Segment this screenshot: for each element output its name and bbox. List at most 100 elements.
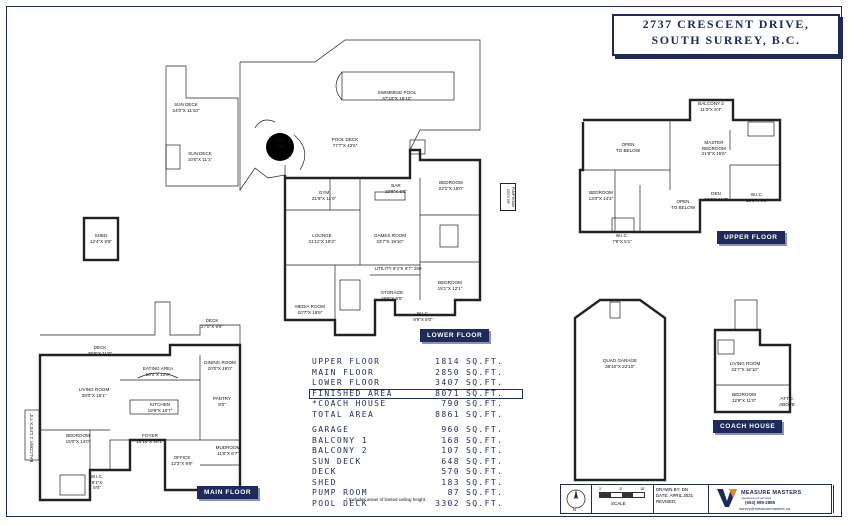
room-name: LIVING ROOM [729,361,761,366]
area-value: 960 [441,425,460,434]
area-unit: SQ.FT. [466,477,504,487]
room-name-2: TUB [275,143,285,149]
address-line-2: SOUTH SURREY, B.C. [651,33,801,47]
room-name: GYM [318,190,330,195]
area-name: TOTAL AREA [312,409,375,419]
room-dims: 24'0"X 11'10" [172,107,200,113]
room-label-wic-upper-2: W.I.C.7'9"X 5'1" [612,233,632,244]
room-name: BEDROOM [732,392,756,397]
pool-deck-outline [239,39,481,192]
room-name: LOUNGE [312,233,332,238]
area-row: GARAGE 960 SQ.FT. [312,425,503,436]
shed-outline [82,216,120,262]
room-name: SUN DECK [174,102,198,107]
area-name: SHED [312,477,337,487]
room-dims: 38'10"X 22'10" [605,363,635,369]
room-name: BAR [391,183,401,188]
room-name: DECK [205,318,219,323]
area-unit: SQ.FT. [466,467,504,476]
brand-tagline: measurement services [741,496,772,500]
room-dims: 13'0"X 6'8" [506,189,510,205]
brand-name: MEASURE MASTERS [741,490,802,496]
area-unit: SQ.FT. [466,399,504,408]
north-arrow-icon [566,489,586,509]
floor-tag-main: MAIN FLOOR [197,486,259,499]
area-name: PUMP ROOM [312,488,368,497]
scale-cell: 1' 5' 10' SCALE [591,485,654,513]
room-dims: 13'0"X 14'2" [588,195,614,201]
room-name: EATING AREA [142,366,174,371]
revised: REVISED: [656,499,677,504]
room-name: W.I.C. [615,233,629,238]
room-dims: 10'8"X 9'8" [384,188,408,194]
scale-num: 1' [599,487,602,491]
room-dims: 10'6"X 11'1" [187,156,213,162]
scale-segment [600,493,611,497]
address-line-1: 2737 CRESCENT DRIVE, [642,17,810,31]
address-title: 2737 CRESCENT DRIVE, SOUTH SURREY, B.C. [612,14,840,56]
room-dims: 10'0"X 10'0" [145,371,171,377]
area-name: *COACH HOUSE [312,399,387,408]
room-dims: 12'4"X 9'9" [89,238,113,244]
pump-room-box: PUMP ROOM 13'0"X 6'8" [500,183,516,211]
area-name: LOWER FLOOR [312,378,381,387]
scale-num: 5' [619,487,623,491]
room-dims: 21'11"X 18'3" [308,238,336,244]
area-unit: SQ.FT. [466,367,504,377]
garage-walls [573,298,667,482]
floor-tag-upper: UPPER FLOOR [717,231,785,244]
area-value: 3302 [435,498,460,508]
area-unit: SQ.FT. [466,425,504,434]
room-name: LIVING ROOM [78,387,110,392]
area-name: DECK [312,467,337,476]
measure-masters-logo-icon [717,489,737,507]
room-dims: 12'3"X 9'9" [170,460,194,466]
room-name: W.I.C. [90,474,104,479]
room-dims: 21'8"X 15'6" [701,151,727,157]
area-unit: SQ.FT. [466,409,504,419]
area-unit: SQ.FT. [466,378,504,387]
room-label-wic-lower: W.I.C.9'9"X 5'0" [413,311,433,322]
area-name: GARAGE [312,425,350,434]
area-name: BALCONY 1 [312,435,368,445]
room-dims: 9'4"X 6'7" 290 [392,266,422,271]
brand-phone: (604) 999-2885 [745,500,776,505]
room-name: DECK [93,345,107,350]
area-unit: SQ.FT. [466,435,504,445]
room-dims: 12'8"X 11'0" [731,397,757,403]
room-name: GAMES ROOM [373,233,407,238]
room-name: OPEN [621,142,635,147]
room-name: W.I.C. [416,311,430,316]
room-name-2: BEDROOM [702,145,726,151]
room-name: ATTIC [780,396,794,401]
scale-segment [622,493,633,497]
room-name: BEDROOM [439,180,463,185]
room-dims: 18'6"X 6'5" [380,295,404,301]
